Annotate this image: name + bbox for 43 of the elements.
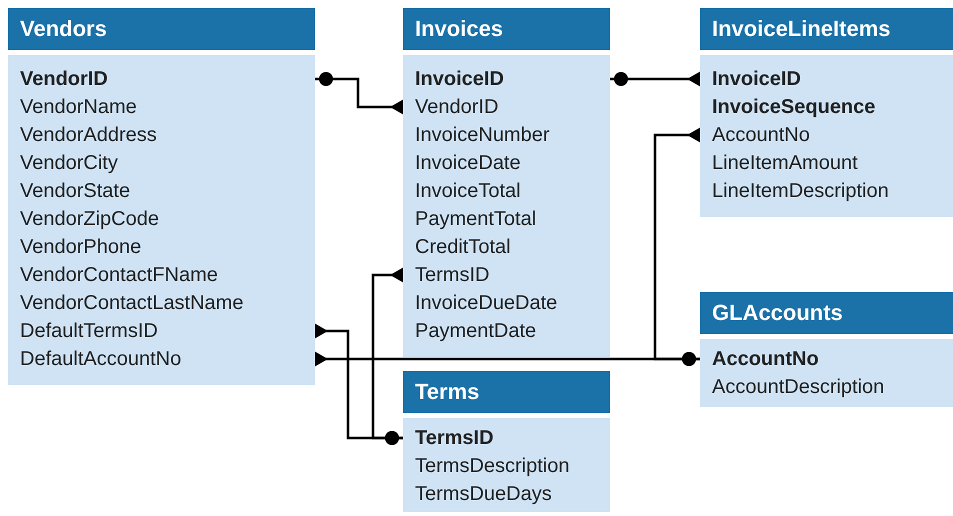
field-name: VendorState: [20, 179, 130, 204]
field-name: VendorContactFName: [20, 263, 218, 288]
field-name: VendorContactLastName: [20, 291, 244, 316]
field-name: TermsDueDays: [415, 482, 552, 507]
field-name: PaymentDate: [415, 319, 536, 344]
relationship-line: [314, 72, 404, 115]
field-name: VendorName: [20, 95, 137, 120]
table-title: Vendors: [8, 8, 315, 50]
field-name: LineItemAmount: [712, 151, 858, 176]
field-name: InvoiceSequence: [712, 95, 876, 120]
field-name: TermsDescription: [415, 454, 570, 479]
entity-table: [700, 292, 953, 407]
field-name: PaymentTotal: [415, 207, 536, 232]
field-name: InvoiceDate: [415, 151, 521, 176]
field-name: InvoiceNumber: [415, 123, 550, 148]
field-name: DefaultTermsID: [20, 319, 158, 344]
field-name: VendorID: [415, 95, 498, 120]
field-name: VendorPhone: [20, 235, 142, 260]
entity-table: [700, 8, 953, 217]
field-name: CreditTotal: [415, 235, 511, 260]
field-name: InvoiceTotal: [415, 179, 521, 204]
field-name: VendorID: [20, 67, 108, 92]
field-name: AccountDescription: [712, 375, 884, 400]
field-name: InvoiceID: [415, 67, 504, 92]
field-name: TermsID: [415, 426, 494, 451]
field-name: VendorAddress: [20, 123, 157, 148]
table-title: InvoiceLineItems: [700, 8, 953, 50]
table-title: GLAccounts: [700, 292, 953, 334]
relationship-line: [314, 351, 701, 367]
relationship-line: [609, 71, 701, 87]
field-name: AccountNo: [712, 347, 819, 372]
field-name: TermsID: [415, 263, 490, 288]
field-name: DefaultAccountNo: [20, 347, 182, 372]
entity-table: [403, 371, 610, 512]
field-name: AccountNo: [712, 123, 810, 148]
table-title: Terms: [403, 371, 610, 413]
field-name: InvoiceID: [712, 67, 801, 92]
table-title: Invoices: [403, 8, 610, 50]
field-name: InvoiceDueDate: [415, 291, 558, 316]
relationship-line: [372, 267, 404, 445]
field-name: VendorZipCode: [20, 207, 159, 232]
field-name: VendorCity: [20, 151, 118, 176]
field-name: LineItemDescription: [712, 179, 889, 204]
